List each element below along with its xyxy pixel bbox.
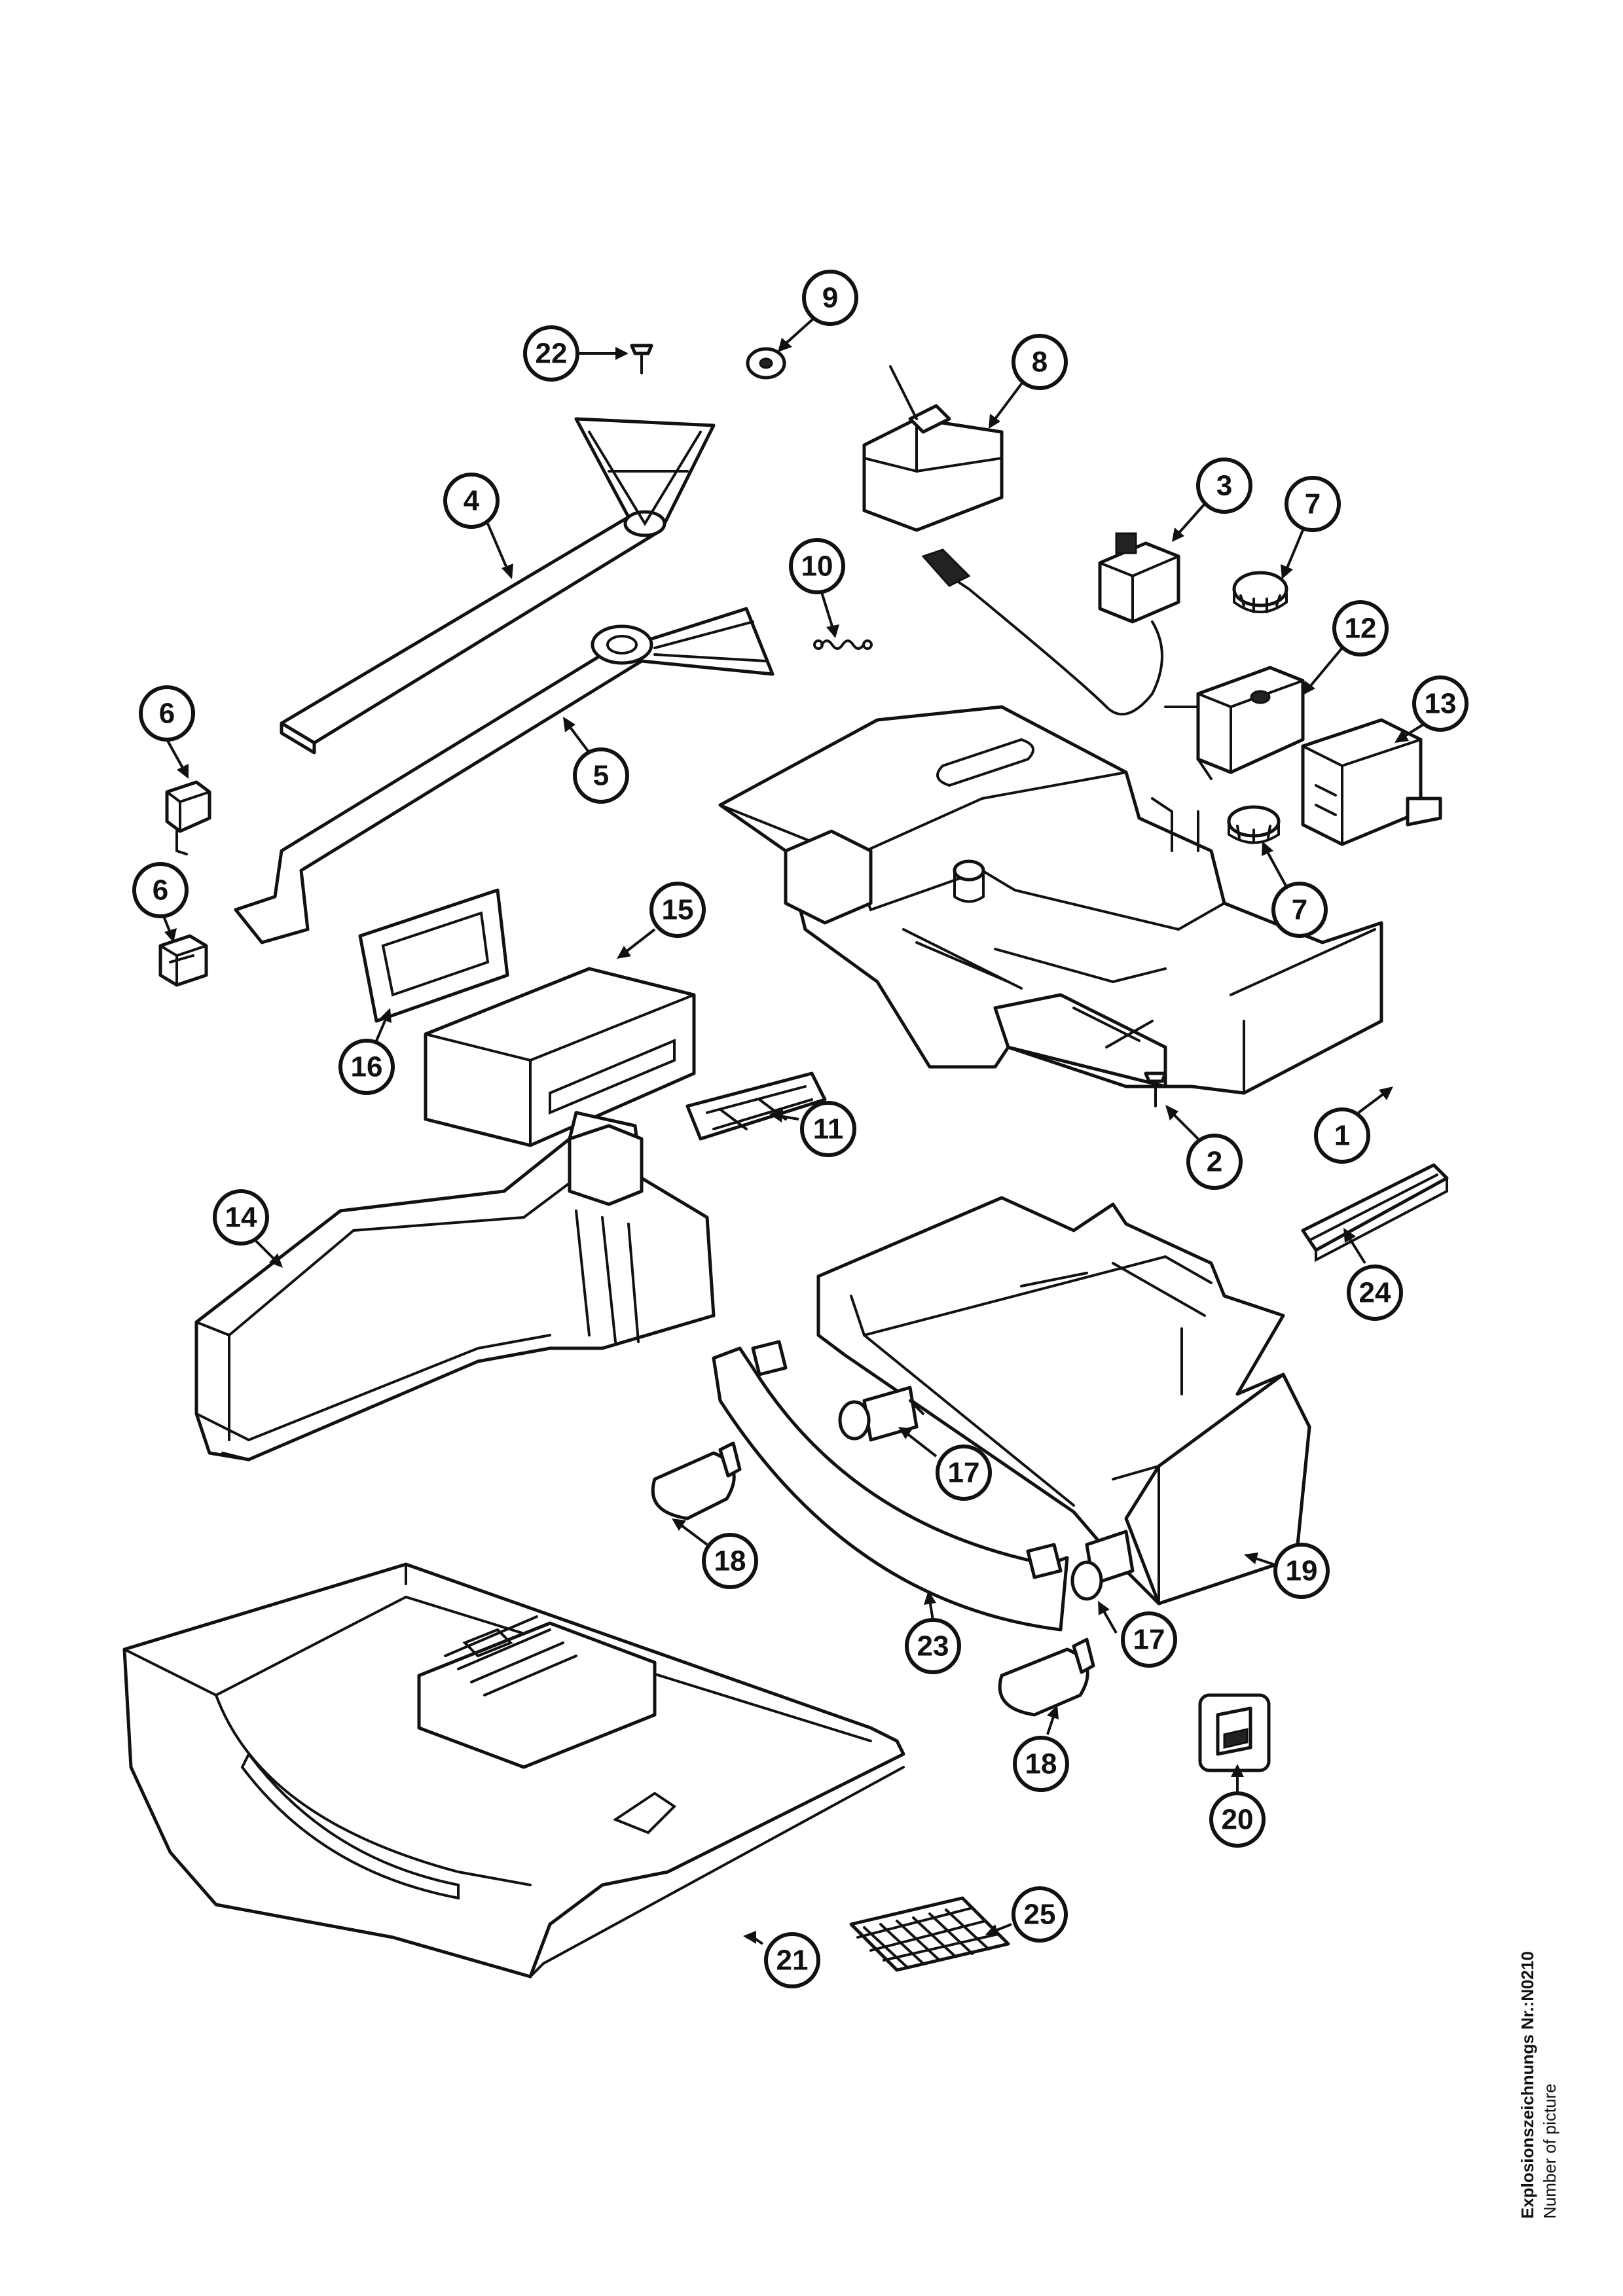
callout-6-lower: 6 — [132, 862, 189, 918]
callout-14-label: 14 — [225, 1202, 257, 1234]
drawing-number-caption: Explosionszeichnungs Nr.:N0210 Number of… — [1518, 1931, 1596, 2219]
callout-2: 2 — [1186, 1134, 1243, 1190]
part-12-bracket — [1164, 666, 1305, 780]
part-19-tray — [816, 1196, 1311, 1605]
callout-25-label: 25 — [1024, 1899, 1056, 1931]
callout-3-label: 3 — [1216, 470, 1232, 502]
callout-11: 11 — [800, 1101, 856, 1157]
part-23-front-panel — [712, 1340, 1069, 1632]
part-17-lamp-socket — [838, 1386, 924, 1442]
callout-20-label: 20 — [1222, 1804, 1254, 1836]
part-2-screw — [1144, 1071, 1167, 1107]
part-25-grille — [849, 1896, 1010, 1972]
callout-12-label: 12 — [1345, 613, 1377, 645]
callout-5: 5 — [573, 747, 629, 804]
caption-subtitle: Number of picture — [1540, 2083, 1559, 2219]
callout-17-lower-label: 17 — [1133, 1624, 1165, 1656]
part-6-clip-lower — [158, 934, 208, 987]
part-17-lamp-socket-lower — [1070, 1530, 1135, 1601]
part-4-lever-arm — [280, 417, 716, 755]
callout-24-label: 24 — [1359, 1277, 1391, 1309]
part-24-strip — [1301, 1163, 1449, 1263]
callout-9: 9 — [802, 270, 858, 326]
callout-16-label: 16 — [351, 1051, 383, 1083]
part-18-lamp-bulb-lower — [998, 1638, 1095, 1717]
callout-22-label: 22 — [536, 338, 568, 370]
part-7-gear-knob-lower — [1227, 805, 1281, 844]
callout-18-upper: 18 — [702, 1533, 758, 1589]
part-9-nut — [746, 347, 786, 380]
callout-18-upper-label: 18 — [714, 1545, 746, 1577]
callout-21-label: 21 — [776, 1945, 809, 1977]
callout-7-lower-label: 7 — [1292, 894, 1307, 926]
callout-25: 25 — [1012, 1886, 1068, 1943]
part-16-gasket — [358, 888, 509, 1023]
callout-17-upper: 17 — [936, 1444, 992, 1501]
callout-1-label: 1 — [1334, 1120, 1350, 1152]
callout-10-label: 10 — [801, 550, 833, 583]
callout-24: 24 — [1347, 1265, 1403, 1321]
callout-16: 16 — [338, 1039, 395, 1095]
part-1-housing — [718, 705, 1383, 1095]
callout-17-upper-label: 17 — [948, 1457, 980, 1489]
callout-13: 13 — [1412, 675, 1468, 732]
callout-21: 21 — [764, 1932, 820, 1988]
part-14-duct — [194, 1111, 716, 1462]
callout-18-lower: 18 — [1013, 1736, 1069, 1792]
callout-1: 1 — [1314, 1107, 1370, 1164]
callout-7-upper: 7 — [1285, 476, 1341, 532]
part-18-lamp-bulb — [651, 1441, 742, 1520]
callout-15: 15 — [649, 882, 706, 938]
callout-3: 3 — [1196, 457, 1252, 514]
callout-10: 10 — [789, 538, 845, 594]
part-13-motor — [1301, 718, 1442, 846]
callout-22: 22 — [523, 325, 579, 382]
callout-23-label: 23 — [917, 1630, 949, 1662]
callout-7-upper-label: 7 — [1305, 488, 1321, 520]
leader-lines — [162, 313, 1432, 1945]
callout-17-lower: 17 — [1121, 1611, 1177, 1668]
part-11-filter — [685, 1071, 827, 1141]
part-21-cover — [122, 1562, 905, 1979]
callout-19-label: 19 — [1286, 1555, 1318, 1587]
callout-19: 19 — [1273, 1543, 1330, 1599]
caption-title: Explosionszeichnungs Nr.:N0210 — [1518, 1951, 1537, 2219]
callout-11-label: 11 — [813, 1113, 844, 1145]
part-8-switch-box — [862, 365, 1004, 532]
part-22-screw — [630, 344, 653, 374]
callout-7-lower: 7 — [1271, 882, 1328, 938]
part-20-switch — [1198, 1693, 1271, 1772]
part-5-lever-arm — [234, 607, 775, 944]
callout-18-lower-label: 18 — [1025, 1748, 1057, 1780]
part-7-gear-knob — [1232, 571, 1288, 613]
callout-13-label: 13 — [1425, 688, 1457, 720]
callout-4: 4 — [443, 473, 500, 529]
part-3-thermostat — [921, 532, 1180, 716]
callout-20: 20 — [1209, 1791, 1266, 1848]
callout-2-label: 2 — [1207, 1146, 1222, 1178]
part-6-clip — [165, 780, 211, 855]
callout-6-upper: 6 — [139, 685, 195, 742]
callout-23: 23 — [905, 1618, 961, 1674]
callout-9-label: 9 — [822, 282, 838, 314]
callout-12: 12 — [1332, 600, 1389, 656]
callout-5-label: 5 — [593, 760, 609, 792]
callout-8: 8 — [1012, 334, 1068, 390]
callout-4-label: 4 — [464, 485, 480, 517]
part-10-spring — [813, 639, 873, 650]
callout-8-label: 8 — [1032, 346, 1048, 378]
callout-15-label: 15 — [662, 894, 694, 926]
part-15-duct — [424, 967, 696, 1147]
callout-14: 14 — [213, 1189, 269, 1246]
callout-6-lower-label: 6 — [153, 874, 168, 906]
callout-6-upper-label: 6 — [159, 698, 175, 730]
